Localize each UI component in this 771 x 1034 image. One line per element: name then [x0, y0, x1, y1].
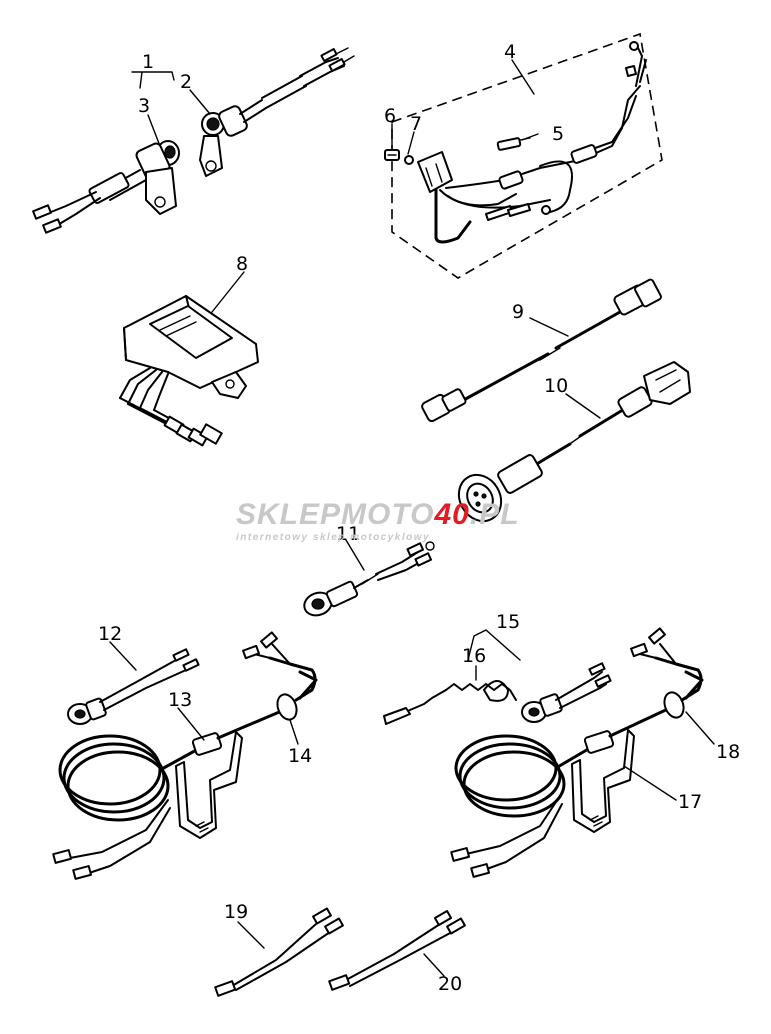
callout-16: 16	[462, 645, 486, 667]
callout-2: 2	[180, 71, 192, 93]
part-1-switch-assembly	[32, 47, 355, 234]
callout-leaders	[109, 89, 715, 977]
callout-12: 12	[98, 623, 122, 645]
part-9-extension-cable	[421, 278, 662, 423]
callout-20: 20	[438, 973, 462, 995]
part-16-lanyard	[383, 665, 517, 725]
callout-13: 13	[168, 689, 192, 711]
part-19-lead	[214, 907, 344, 997]
callout-6: 6	[384, 105, 396, 127]
watermark-tagline: internetowy sklep motocyklowy	[236, 532, 430, 543]
callout-15: 15	[496, 611, 520, 633]
part-4-wiring-harness	[384, 32, 663, 279]
callout-17: 17	[678, 791, 702, 813]
part-3-switch	[32, 140, 180, 234]
part-11-sensor-lead	[303, 541, 435, 617]
callout-4: 4	[504, 41, 516, 63]
callout-10: 10	[544, 375, 568, 397]
watermark-logo: SKLEPMOTO40.PL	[236, 498, 520, 531]
part-10-main-cable	[457, 361, 691, 523]
callout-3: 3	[138, 95, 150, 117]
callout-5: 5	[552, 123, 564, 145]
part-14-grommet-lead-left	[242, 631, 318, 721]
callout-1: 1	[142, 51, 154, 73]
callout-11: 11	[336, 523, 360, 545]
callout-9: 9	[512, 301, 524, 323]
watermark-highlight: 40	[433, 498, 469, 531]
watermark: SKLEPMOTO40.PL internetowy sklep motocyk…	[236, 498, 520, 543]
part-20-lead	[328, 910, 466, 991]
callout-14: 14	[288, 745, 312, 767]
callout-19: 19	[224, 901, 248, 923]
part-18-grommet-lead-right	[630, 627, 704, 719]
part-7-nut	[404, 155, 414, 165]
part-6-screw	[384, 149, 400, 161]
part-15-sensor-with-cord	[467, 629, 612, 723]
part-13-sensor-cable-left	[52, 708, 286, 880]
callout-8: 8	[236, 253, 248, 275]
callout-7: 7	[410, 113, 422, 135]
callout-labels: 1 2 3 4 5 6 7 8 9 10 11 12 13 14 15 16 1…	[98, 41, 740, 995]
watermark-suffix: .PL	[470, 498, 520, 531]
part-8-control-unit	[119, 295, 259, 447]
watermark-prefix: SKLEPMOTO	[236, 498, 434, 531]
part-12-switch	[67, 648, 200, 725]
part-17-sensor-cable-right	[450, 706, 672, 878]
part-5-fuse	[496, 137, 531, 151]
callout-18: 18	[716, 741, 740, 763]
part-2-switch	[199, 47, 355, 177]
